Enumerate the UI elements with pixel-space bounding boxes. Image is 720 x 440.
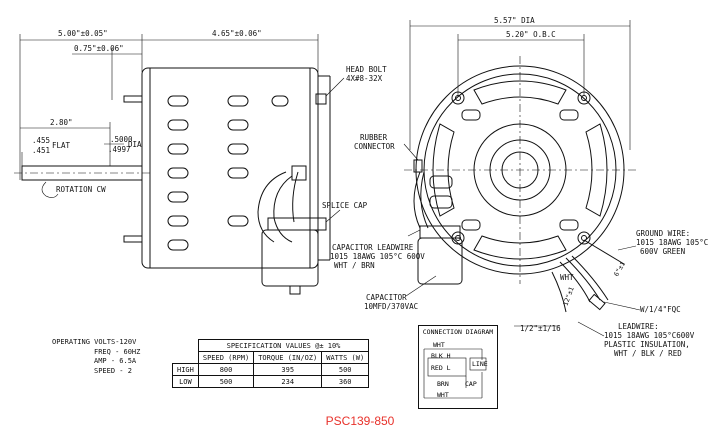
callout-ground-3: 600V GREEN [640, 247, 685, 256]
spec-cell: 395 [253, 363, 323, 376]
spec-table: SPECIFICATION VALUES @± 10% SPEED (RPM) … [172, 339, 370, 388]
callout-cap-lead-3: WHT / BRN [334, 261, 375, 270]
callout-ground-1: GROUND WIRE: [636, 229, 690, 238]
callout-w14: W/1/4"FQC [640, 305, 681, 314]
spec-cell: 360 [321, 375, 370, 388]
spec-header-torque: TORQUE (IN/OZ) [253, 351, 323, 364]
spec-row-high: HIGH 800 395 500 [172, 363, 370, 376]
dim-flat-451: .451 [32, 146, 50, 155]
spec-row-label: LOW [172, 375, 199, 388]
side-view: 5.00"±0.05" 4.65"±0.06" 0.75"±0.06" [14, 29, 387, 295]
conn-red: RED L [431, 364, 451, 372]
operating-specs: OPERATING VOLTS-120V FREQ - 60HZ AMP - 6… [52, 338, 140, 376]
dim-dia-label: DIA [128, 140, 142, 149]
spec-title: SPECIFICATION VALUES @± 10% [197, 339, 370, 352]
dim-bolt-circle: 5.20" O.B.C [506, 30, 556, 39]
connection-diagram: CONNECTION DIAGRAM WHT BLK H RED L LINE … [418, 325, 498, 409]
conn-cap: CAP [465, 380, 477, 388]
callout-head-bolt-1: HEAD BOLT [346, 65, 387, 74]
dim-shaft-dia-497: .4997 [108, 145, 131, 154]
callout-lead-4: WHT / BLK / RED [614, 349, 682, 358]
dim-front-offset: 0.75"±0.06" [74, 44, 124, 53]
end-view: 5.57" DIA 5.20" O.B.C RUB [330, 16, 708, 358]
dim-twelve-inch: 12"±1 [562, 286, 576, 307]
callout-splice-cap: SPLICE CAP [322, 201, 368, 210]
conn-wht-bot: WHT [437, 391, 449, 399]
spec-empty-cell [173, 340, 199, 352]
rotation-label: ROTATION CW [56, 185, 106, 194]
spec-cell: 500 [197, 375, 255, 388]
dim-overall-length: 5.00"±0.05" [58, 29, 108, 38]
connection-title: CONNECTION DIAGRAM [422, 328, 494, 336]
dim-shaft-dia-500: .5000 [110, 135, 133, 144]
dim-shaft-length: 2.80" [50, 118, 73, 127]
operating-amp: AMP - 6.5A [94, 357, 137, 365]
spec-row-low: LOW 500 234 360 [172, 375, 370, 388]
conn-wht-top: WHT [433, 341, 445, 349]
dim-flat-label: FLAT [52, 141, 71, 150]
spec-row-label: HIGH [172, 363, 199, 376]
callout-ground-2: 1015 18AWG 105°C [636, 238, 708, 247]
spec-cell: 800 [197, 363, 255, 376]
spec-header-speed: SPEED (RPM) [197, 351, 255, 364]
dim-outer-dia: 5.57" DIA [494, 16, 535, 25]
callout-head-bolt-2: 4X#8-32X [346, 74, 383, 83]
callout-wht: WHT [560, 273, 574, 282]
callout-lead-3: PLASTIC INSULATION, [604, 340, 690, 349]
callout-cap-lead-1: CAPACITOR LEADWIRE [332, 243, 414, 252]
callout-rubber-1: RUBBER [360, 133, 388, 142]
callout-cap-lead-2: 1015 18AWG 105°C 600V [330, 252, 425, 261]
dim-flat-455: .455 [32, 136, 50, 145]
operating-freq: FREQ - 60HZ [94, 347, 141, 356]
connection-diagram-wiring [423, 348, 487, 399]
operating-volts: OPERATING VOLTS-120V [52, 338, 137, 346]
callout-capacitor-2: 10MFD/370VAC [364, 302, 418, 311]
conn-blk: BLK H [431, 352, 451, 360]
conn-brn: BRN [437, 380, 449, 388]
callout-lead-1: LEADWIRE: [618, 322, 659, 331]
spec-cell: 500 [321, 363, 370, 376]
spec-empty-cell [172, 351, 199, 364]
dim-body-length: 4.65"±0.06" [212, 29, 262, 38]
spec-cell: 234 [253, 375, 323, 388]
dim-lead-len: 1/2"±1/16 [520, 324, 561, 333]
spec-header-watts: WATTS (W) [321, 351, 370, 364]
dim-six-inch: 6"±1 [612, 260, 627, 278]
drawing-title: PSC139-850 [325, 414, 395, 428]
callout-rubber-2: CONNECTOR [354, 142, 395, 151]
conn-line: LINE [472, 360, 488, 368]
callout-lead-2: 1015 18AWG 105°C600V [604, 331, 695, 340]
callout-capacitor-1: CAPACITOR [366, 293, 407, 302]
operating-speed: SPEED - 2 [94, 366, 132, 375]
